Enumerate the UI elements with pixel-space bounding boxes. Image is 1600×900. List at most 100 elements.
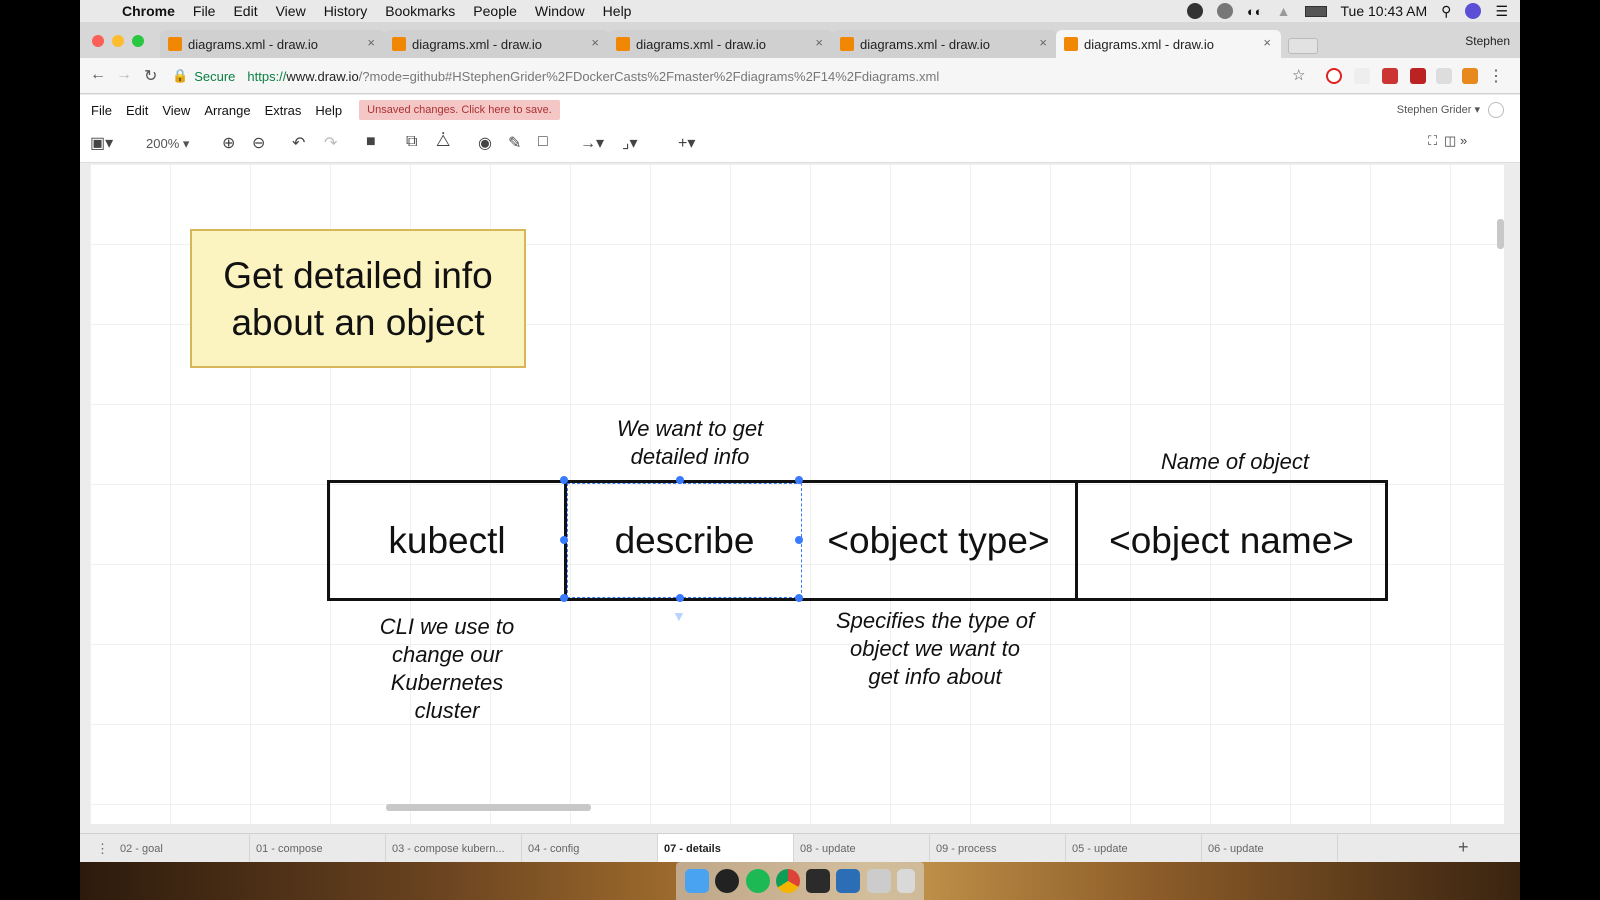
note-object-name[interactable]: Name of object bbox=[1161, 449, 1309, 474]
page-tab[interactable]: 04 - config bbox=[522, 834, 658, 863]
zoom-select[interactable]: 200% ▾ bbox=[146, 136, 190, 151]
browser-tab[interactable]: diagrams.xml - draw.io × bbox=[160, 30, 385, 58]
drawio-menu-help[interactable]: Help bbox=[315, 102, 343, 118]
menu-file[interactable]: File bbox=[192, 3, 216, 19]
wifi-icon[interactable]: ▲ bbox=[1276, 3, 1291, 19]
drawio-menu-file[interactable]: File bbox=[91, 102, 112, 118]
close-window-button[interactable] bbox=[92, 35, 104, 47]
clock[interactable]: Tue 10:43 AM bbox=[1340, 3, 1428, 19]
pages-menu-icon[interactable]: ⋮ bbox=[96, 841, 109, 856]
diagram-canvas[interactable]: Get detailed info about an object We wan… bbox=[90, 164, 1504, 824]
undo-icon[interactable]: ↶ bbox=[292, 135, 306, 152]
zoom-in-icon[interactable]: ⊕ bbox=[222, 135, 236, 152]
grey-extension-icon[interactable] bbox=[1436, 68, 1452, 84]
minimize-window-button[interactable] bbox=[112, 35, 124, 47]
note-kubectl[interactable]: CLI we use to change our Kubernetes clus… bbox=[379, 614, 515, 723]
page-tab-active[interactable]: 07 - details bbox=[658, 834, 794, 863]
shield-extension-icon[interactable] bbox=[1410, 68, 1426, 84]
resize-handle[interactable] bbox=[676, 476, 684, 484]
spotlight-search-icon[interactable]: ⚲ bbox=[1441, 2, 1452, 19]
insert-plus-icon[interactable]: +▾ bbox=[678, 135, 696, 152]
bookmark-star-icon[interactable]: ☆ bbox=[1292, 67, 1306, 84]
obs-icon[interactable] bbox=[715, 869, 740, 893]
collapse-chevron-icon[interactable]: » bbox=[1460, 133, 1468, 148]
to-front-icon[interactable]: ⧉ bbox=[406, 133, 418, 150]
menu-people[interactable]: People bbox=[473, 3, 517, 19]
notification-center-icon[interactable]: ☰ bbox=[1495, 2, 1508, 19]
docker-status-icon[interactable] bbox=[1216, 3, 1233, 19]
menu-app-name[interactable]: Chrome bbox=[122, 3, 175, 19]
vertical-scrollbar[interactable] bbox=[1497, 219, 1504, 249]
format-panel-icon[interactable]: ▣▾ bbox=[90, 135, 114, 152]
glasses-icon[interactable]: ◐◐ bbox=[1246, 3, 1263, 19]
close-tab-icon[interactable]: × bbox=[591, 35, 599, 50]
fullscreen-icon[interactable]: ⛶ bbox=[1428, 133, 1438, 148]
fill-color-icon[interactable]: ◉ bbox=[478, 135, 492, 152]
page-tab[interactable]: 05 - update bbox=[1066, 834, 1202, 863]
page-tab[interactable]: 09 - process bbox=[930, 834, 1066, 863]
terminal-icon[interactable] bbox=[806, 869, 831, 893]
resize-handle[interactable] bbox=[795, 594, 803, 602]
forward-icon[interactable]: → bbox=[116, 66, 132, 83]
back-icon[interactable]: ← bbox=[90, 66, 106, 83]
page-tab[interactable]: 06 - update bbox=[1202, 834, 1338, 863]
shadow-icon[interactable]: □ bbox=[538, 133, 548, 150]
add-page-button[interactable]: + bbox=[1458, 837, 1469, 857]
delete-icon[interactable]: ■ bbox=[366, 133, 376, 150]
resize-handle[interactable] bbox=[560, 476, 568, 484]
format-toggle-icon[interactable]: ◫ bbox=[1444, 133, 1457, 148]
new-tab-button[interactable] bbox=[1288, 38, 1318, 54]
css-extension-icon[interactable] bbox=[1354, 68, 1370, 84]
page-tab[interactable]: 01 - compose bbox=[250, 834, 386, 863]
redo-icon[interactable]: ↷ bbox=[324, 135, 338, 152]
title-box[interactable]: Get detailed info about an object bbox=[190, 229, 526, 368]
menu-view[interactable]: View bbox=[275, 3, 306, 19]
red-extension-icon[interactable] bbox=[1382, 68, 1398, 84]
close-tab-icon[interactable]: × bbox=[815, 35, 823, 50]
page-tab[interactable]: 02 - goal bbox=[114, 834, 250, 863]
vscode-icon[interactable] bbox=[836, 869, 861, 893]
to-back-icon[interactable]: ⧊ bbox=[436, 133, 451, 150]
cell-kubectl[interactable]: kubectl bbox=[330, 483, 567, 598]
menu-bookmarks[interactable]: Bookmarks bbox=[385, 3, 456, 19]
horizontal-scrollbar[interactable] bbox=[386, 804, 591, 811]
battery-icon[interactable] bbox=[1304, 5, 1327, 17]
siri-icon[interactable] bbox=[1465, 3, 1482, 19]
globe-icon[interactable] bbox=[1488, 102, 1504, 118]
opera-extension-icon[interactable] bbox=[1326, 68, 1342, 84]
waypoints-icon[interactable]: ⌟▾ bbox=[622, 135, 638, 152]
browser-tab[interactable]: diagrams.xml - draw.io × bbox=[832, 30, 1057, 58]
menu-history[interactable]: History bbox=[323, 3, 368, 19]
downloads-stack-icon[interactable] bbox=[866, 869, 891, 893]
drawio-menu-edit[interactable]: Edit bbox=[125, 102, 149, 118]
browser-tab[interactable]: diagrams.xml - draw.io × bbox=[608, 30, 833, 58]
drawio-menu-view[interactable]: View bbox=[162, 102, 191, 118]
resize-handle[interactable] bbox=[676, 594, 684, 602]
page-tab[interactable]: 08 - update bbox=[794, 834, 930, 863]
user-menu[interactable]: Stephen Grider ▾ bbox=[1397, 103, 1480, 116]
drawio-menu-arrange[interactable]: Arrange bbox=[204, 102, 251, 118]
reload-icon[interactable]: ↻ bbox=[144, 68, 158, 85]
clone-arrow-down-icon[interactable]: ▼ bbox=[672, 608, 686, 624]
menu-help[interactable]: Help bbox=[602, 3, 632, 19]
close-tab-icon[interactable]: × bbox=[1039, 35, 1047, 50]
menu-edit[interactable]: Edit bbox=[233, 3, 258, 19]
cell-object-type[interactable]: <object type> bbox=[802, 483, 1078, 598]
chrome-icon[interactable] bbox=[775, 869, 800, 893]
zoom-window-button[interactable] bbox=[132, 35, 144, 47]
drawio-menu-extras[interactable]: Extras bbox=[264, 102, 302, 118]
resize-handle[interactable] bbox=[795, 536, 803, 544]
resize-handle[interactable] bbox=[560, 536, 568, 544]
line-color-icon[interactable]: ✎ bbox=[508, 135, 522, 152]
spotify-icon[interactable] bbox=[745, 869, 770, 893]
browser-tab-active[interactable]: diagrams.xml - draw.io × bbox=[1056, 30, 1281, 58]
cell-describe-selected[interactable]: describe bbox=[567, 483, 802, 598]
orange-extension-icon[interactable] bbox=[1462, 68, 1478, 84]
close-tab-icon[interactable]: × bbox=[367, 35, 375, 50]
browser-tab[interactable]: diagrams.xml - draw.io × bbox=[384, 30, 609, 58]
resize-handle[interactable] bbox=[795, 476, 803, 484]
page-tab[interactable]: 03 - compose kubern... bbox=[386, 834, 522, 863]
close-tab-icon[interactable]: × bbox=[1263, 35, 1271, 50]
cell-object-name[interactable]: <object name> bbox=[1109, 519, 1354, 561]
profile-name[interactable]: Stephen bbox=[1465, 34, 1510, 48]
